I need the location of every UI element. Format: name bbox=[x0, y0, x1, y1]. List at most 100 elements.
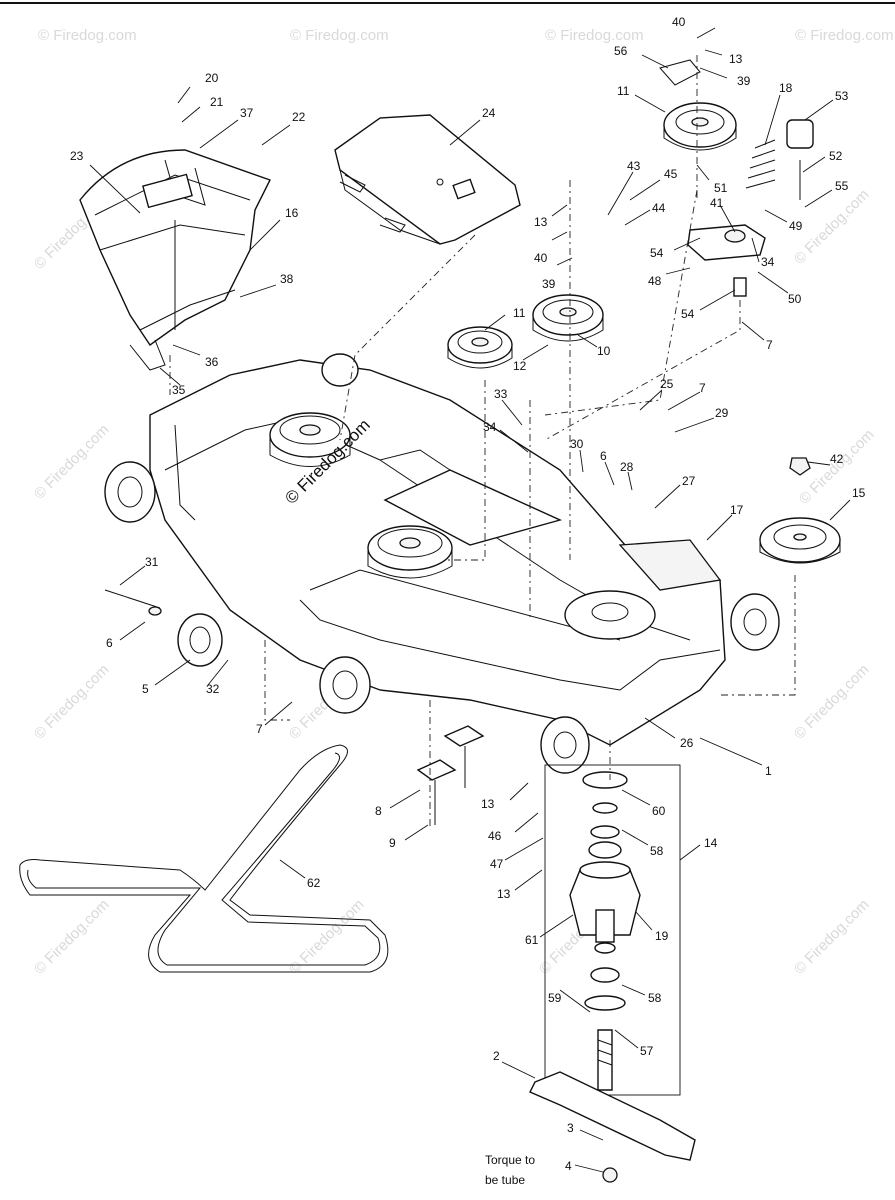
drive-belt bbox=[19, 744, 389, 973]
callout-58-lower: 58 bbox=[648, 991, 662, 1005]
cutting-blade bbox=[529, 1071, 696, 1161]
spindle-assembly-bracket bbox=[544, 764, 681, 1096]
callout-61: 61 bbox=[525, 933, 539, 947]
deck-spindle-right bbox=[564, 590, 656, 640]
blade-bolt bbox=[602, 1167, 618, 1183]
callout-33: 33 bbox=[494, 387, 508, 401]
callout-numbers: 20 21 37 22 23 16 38 36 35 24 40 13 56 3… bbox=[70, 15, 866, 1173]
callout-11-mid: 11 bbox=[513, 306, 526, 320]
callout-40-mid: 40 bbox=[534, 251, 548, 265]
callout-4: 4 bbox=[565, 1159, 572, 1173]
watermark-text: © Firedog.com bbox=[31, 421, 113, 503]
callout-14: 14 bbox=[704, 836, 718, 850]
callout-47: 47 bbox=[490, 857, 504, 871]
callout-28-upper: 28 bbox=[620, 460, 634, 474]
callout-31: 31 bbox=[145, 555, 159, 569]
callout-60: 60 bbox=[652, 804, 666, 818]
callout-43: 43 bbox=[627, 159, 641, 173]
callout-38: 38 bbox=[280, 272, 294, 286]
callout-24: 24 bbox=[482, 106, 496, 120]
callout-62: 62 bbox=[307, 876, 321, 890]
callout-40-top: 40 bbox=[672, 15, 686, 29]
deck-cover-plate bbox=[334, 114, 521, 245]
callout-21: 21 bbox=[210, 95, 224, 109]
callout-39-mid: 39 bbox=[542, 277, 556, 291]
callout-13-low2: 13 bbox=[497, 887, 511, 901]
torque-note-line1: Torque to bbox=[485, 1153, 535, 1167]
callout-2: 2 bbox=[493, 1049, 500, 1063]
plate-upper bbox=[443, 725, 485, 788]
callout-27: 27 bbox=[682, 474, 696, 488]
callout-59: 59 bbox=[548, 991, 562, 1005]
callout-8: 8 bbox=[375, 804, 382, 818]
callout-56: 56 bbox=[614, 44, 628, 58]
callout-18: 18 bbox=[779, 81, 793, 95]
watermark-text: © Firedog.com bbox=[290, 27, 389, 44]
anti-scalp-wheel bbox=[321, 353, 359, 387]
callout-45: 45 bbox=[664, 167, 678, 181]
callout-54-upper: 54 bbox=[650, 246, 664, 260]
callout-16: 16 bbox=[285, 206, 299, 220]
idler-arm-assembly bbox=[687, 119, 814, 297]
callout-17: 17 bbox=[730, 503, 744, 517]
callout-30: 30 bbox=[570, 437, 584, 451]
callout-3: 3 bbox=[567, 1121, 574, 1135]
callout-13-low1: 13 bbox=[481, 797, 495, 811]
plate-8 bbox=[416, 759, 457, 825]
belt-guard-plate bbox=[383, 469, 563, 546]
callout-54-lower: 54 bbox=[681, 307, 695, 321]
callout-15: 15 bbox=[852, 486, 866, 500]
anti-scalp-wheel bbox=[730, 593, 780, 651]
callout-25: 25 bbox=[660, 377, 674, 391]
callout-23: 23 bbox=[70, 149, 84, 163]
idler-pulley-11-top bbox=[659, 59, 737, 151]
callout-50: 50 bbox=[788, 292, 802, 306]
callout-55: 55 bbox=[835, 179, 849, 193]
watermark-text: © Firedog.com bbox=[795, 27, 894, 44]
callout-7-upper: 7 bbox=[766, 338, 773, 352]
callout-10: 10 bbox=[597, 344, 611, 358]
callout-53: 53 bbox=[835, 89, 849, 103]
callout-57: 57 bbox=[640, 1044, 654, 1058]
callout-36: 36 bbox=[205, 355, 219, 369]
callout-7-lower: 7 bbox=[256, 722, 263, 736]
callout-7-mid: 7 bbox=[699, 381, 706, 395]
watermark-text: © Firedog.com bbox=[286, 896, 368, 978]
watermark-text: © Firedog.com bbox=[791, 661, 873, 743]
anti-scalp-wheel bbox=[319, 656, 371, 714]
callout-20: 20 bbox=[205, 71, 219, 85]
callout-44: 44 bbox=[652, 201, 666, 215]
pulley-15 bbox=[759, 457, 841, 564]
discharge-chute bbox=[79, 149, 271, 371]
callout-51: 51 bbox=[714, 181, 728, 195]
callout-48: 48 bbox=[648, 274, 662, 288]
callout-26: 26 bbox=[680, 736, 694, 750]
callout-37: 37 bbox=[240, 106, 254, 120]
spindle-assembly bbox=[569, 771, 641, 1091]
torque-note-line2: be tube bbox=[485, 1173, 525, 1187]
callout-34-mid: 34 bbox=[483, 420, 497, 434]
callout-leaders bbox=[89, 27, 851, 1173]
callout-34-upper: 34 bbox=[761, 255, 775, 269]
watermark-text: © Firedog.com bbox=[31, 896, 113, 978]
callout-46: 46 bbox=[488, 829, 502, 843]
assembly-centerlines bbox=[169, 55, 796, 830]
callout-1: 1 bbox=[765, 764, 772, 778]
deck-pulley-center bbox=[367, 525, 453, 579]
callout-39-top: 39 bbox=[737, 74, 751, 88]
watermark-text: © Firedog.com bbox=[545, 27, 644, 44]
anti-scalp-wheel bbox=[540, 716, 590, 774]
watermark-text: © Firedog.com bbox=[791, 896, 873, 978]
callout-41: 41 bbox=[710, 196, 724, 210]
idler-pulley-11-center bbox=[447, 326, 513, 369]
watermark-text: © Firedog.com bbox=[38, 27, 137, 44]
callout-5: 5 bbox=[142, 682, 149, 696]
callout-11-top: 11 bbox=[617, 84, 630, 98]
callout-6-upper: 6 bbox=[600, 449, 607, 463]
callout-19: 19 bbox=[655, 929, 669, 943]
gauge-wheel-5 bbox=[177, 613, 223, 667]
deck-pulley-left bbox=[269, 412, 351, 467]
watermark-text: © Firedog.com bbox=[31, 661, 113, 743]
anti-scalp-wheel bbox=[104, 461, 156, 523]
